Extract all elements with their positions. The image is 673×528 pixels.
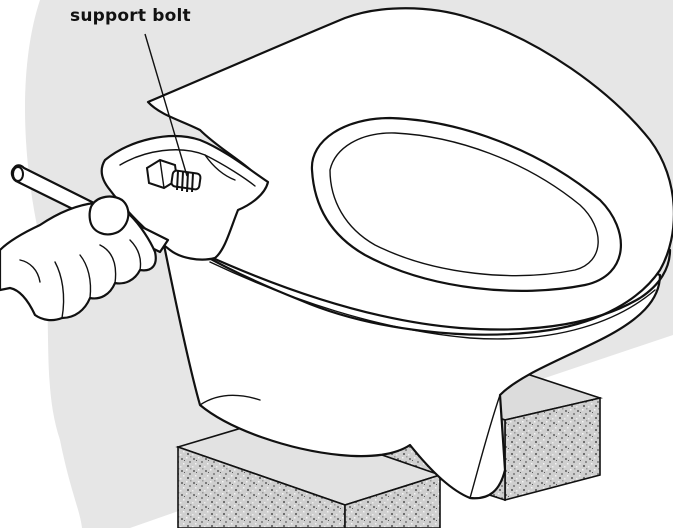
support-bolt-label: support bolt bbox=[70, 6, 191, 26]
